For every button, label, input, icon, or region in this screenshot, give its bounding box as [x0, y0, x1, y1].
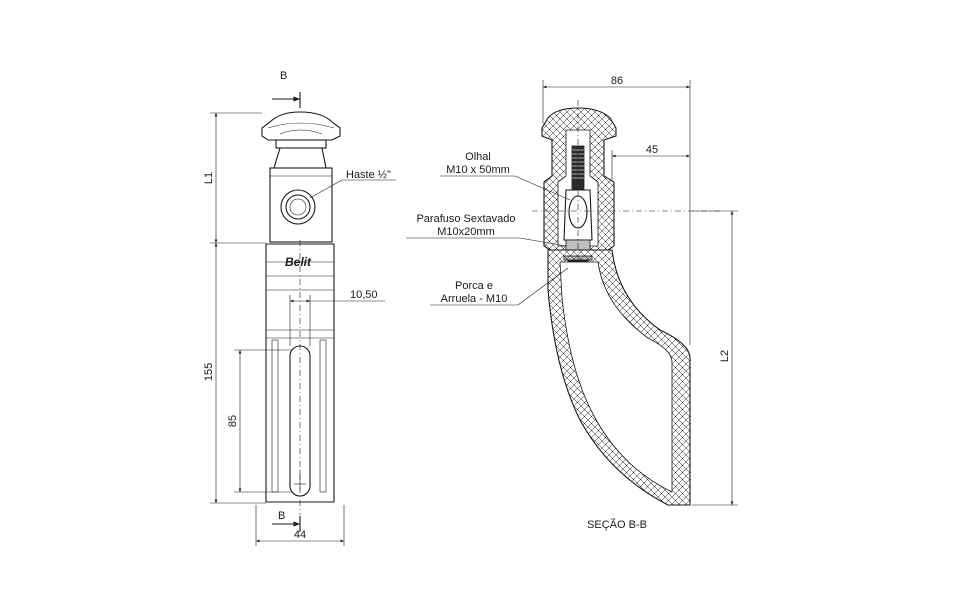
dim-l2-label: L2 — [719, 350, 731, 362]
section-marker-top-label: B — [280, 70, 287, 82]
section-title: SEÇÃO B-B — [587, 518, 647, 531]
dim-45-label: 45 — [646, 144, 658, 156]
dim-10-50: 10,50 — [289, 289, 385, 346]
label-parafuso: Parafuso Sextavado M10x20mm — [406, 213, 567, 247]
label-porca-line1: Porca e — [455, 280, 493, 292]
dim-155: 155 — [203, 243, 266, 504]
section-marker-bottom-label: B — [278, 510, 285, 522]
dim-l1-label: L1 — [203, 172, 215, 184]
label-porca-line2: Arruela - M10 — [441, 293, 508, 305]
label-parafuso-line1: Parafuso Sextavado — [416, 213, 515, 225]
dim-86-label: 86 — [611, 75, 623, 87]
brand-logo: Belit — [285, 255, 312, 269]
top-knob — [261, 111, 341, 169]
dim-10-50-label: 10,50 — [350, 289, 378, 301]
label-olhal-line2: M10 x 50mm — [446, 164, 510, 176]
dim-45: 45 — [611, 144, 690, 180]
dim-85: 85 — [227, 349, 292, 493]
label-olhal: Olhal M10 x 50mm — [440, 151, 571, 201]
section-view: 86 45 L2 Olhal M10 x 50mm Parafuso Sexta… — [406, 75, 738, 531]
dim-44: 44 — [255, 505, 345, 546]
label-olhal-line1: Olhal — [465, 151, 491, 163]
handle-body — [265, 240, 335, 515]
dim-85-label: 85 — [227, 415, 239, 427]
dim-44-label: 44 — [294, 529, 306, 541]
label-haste: Haste ½" — [309, 169, 396, 199]
label-haste-text: Haste ½" — [346, 169, 391, 181]
label-porca: Porca e Arruela - M10 — [430, 267, 569, 306]
dim-86: 86 — [542, 75, 691, 345]
label-parafuso-line2: M10x20mm — [437, 226, 494, 238]
front-view: Belit B B L1 155 — [203, 70, 396, 546]
dim-l1: L1 — [203, 112, 266, 244]
eyelet — [563, 189, 593, 241]
dim-155-label: 155 — [203, 363, 215, 381]
dim-l2: L2 — [692, 210, 738, 506]
hub-body — [269, 167, 333, 243]
section-marker-top: B — [272, 70, 301, 108]
section-marker-bottom: B — [272, 510, 301, 532]
